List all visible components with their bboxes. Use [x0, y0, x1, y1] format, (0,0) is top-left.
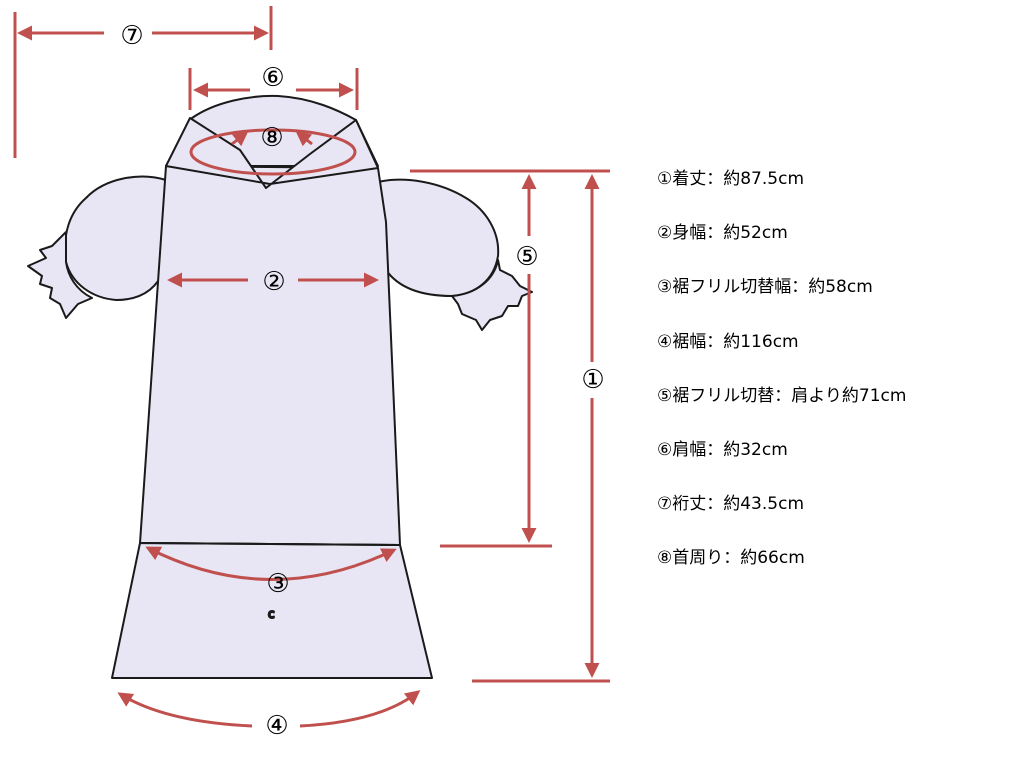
left-sleeve-ruffle: [27, 231, 93, 319]
marker-1: ①: [581, 365, 604, 395]
left-sleeve: [64, 175, 167, 301]
measurement-legend: ①着丈：約87.5cm ②身幅：約52cm ③裾フリル切替幅：約58cm ④裾幅…: [657, 165, 906, 599]
marker-7: ⑦: [120, 21, 143, 51]
waist-seam: [139, 542, 401, 546]
arrow-8-left: [231, 131, 249, 147]
marker-4: ④: [265, 711, 288, 741]
arrow-4-left: [117, 692, 253, 728]
neck-ellipse: [189, 128, 357, 176]
marker-2: ②: [262, 267, 285, 297]
legend-item-length: ①着丈：約87.5cm: [657, 169, 804, 189]
marker-labels: ⑦ ⑥ ⑧ ② ③ ④ ① ⑤: [120, 21, 604, 741]
marker-5: ⑤: [515, 242, 538, 272]
legend-item-sleeve-length: ⑦裄丈：約43.5cm: [657, 494, 804, 515]
legend-item-shoulder-width: ⑥肩幅：約32cm: [657, 439, 788, 460]
legend-item-frill-width: ③裾フリル切替幅：約58cm: [657, 277, 873, 298]
hem-small-text: c: [268, 607, 275, 621]
marker-8: ⑧: [260, 123, 283, 153]
measurement-arrows: [13, 6, 610, 728]
marker-6: ⑥: [261, 63, 284, 93]
garment-illustration: c: [27, 94, 533, 679]
arrow-3-curve: [145, 546, 397, 581]
arrow-4-right: [299, 690, 421, 728]
right-sleeve: [377, 178, 500, 297]
legend-item-hem-width: ④裾幅：約116cm: [657, 331, 799, 352]
bodice: [139, 165, 401, 546]
arrow-8-right: [295, 131, 313, 147]
legend-item-body-width: ②身幅：約52cm: [657, 223, 788, 244]
legend-item-neck: ⑧首周り：約66cm: [657, 548, 805, 569]
right-sleeve-ruffle: [451, 259, 533, 331]
legend-item-frill-position: ⑤裾フリル切替：肩より約71cm: [657, 385, 907, 406]
marker-3: ③: [266, 569, 289, 599]
